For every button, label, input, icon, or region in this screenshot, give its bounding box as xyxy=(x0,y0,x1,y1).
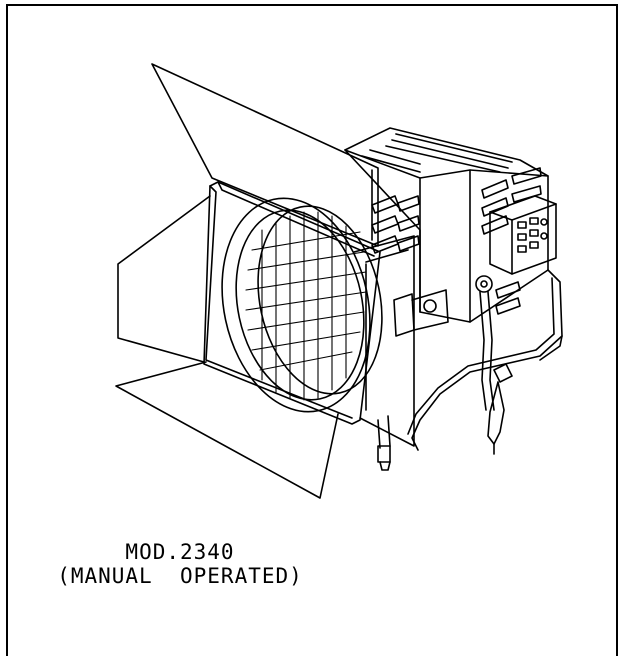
barn-door-right xyxy=(353,235,415,447)
side-bracket xyxy=(393,289,449,337)
model-caption: MOD.2340 (MANUAL OPERATED) xyxy=(20,540,340,588)
barn-door-frame xyxy=(203,181,381,425)
yoke xyxy=(407,269,563,451)
control-box xyxy=(489,195,557,275)
barn-door-top xyxy=(151,63,379,247)
lens-ring xyxy=(221,197,383,413)
barn-door-left xyxy=(117,195,211,363)
drawing-frame xyxy=(6,4,618,656)
barn-door-bottom xyxy=(115,361,339,499)
model-number: MOD.2340 xyxy=(125,540,235,564)
focus-knob xyxy=(377,415,391,471)
pole-handle xyxy=(487,363,513,455)
operation-note: (MANUAL OPERATED) xyxy=(57,564,303,588)
